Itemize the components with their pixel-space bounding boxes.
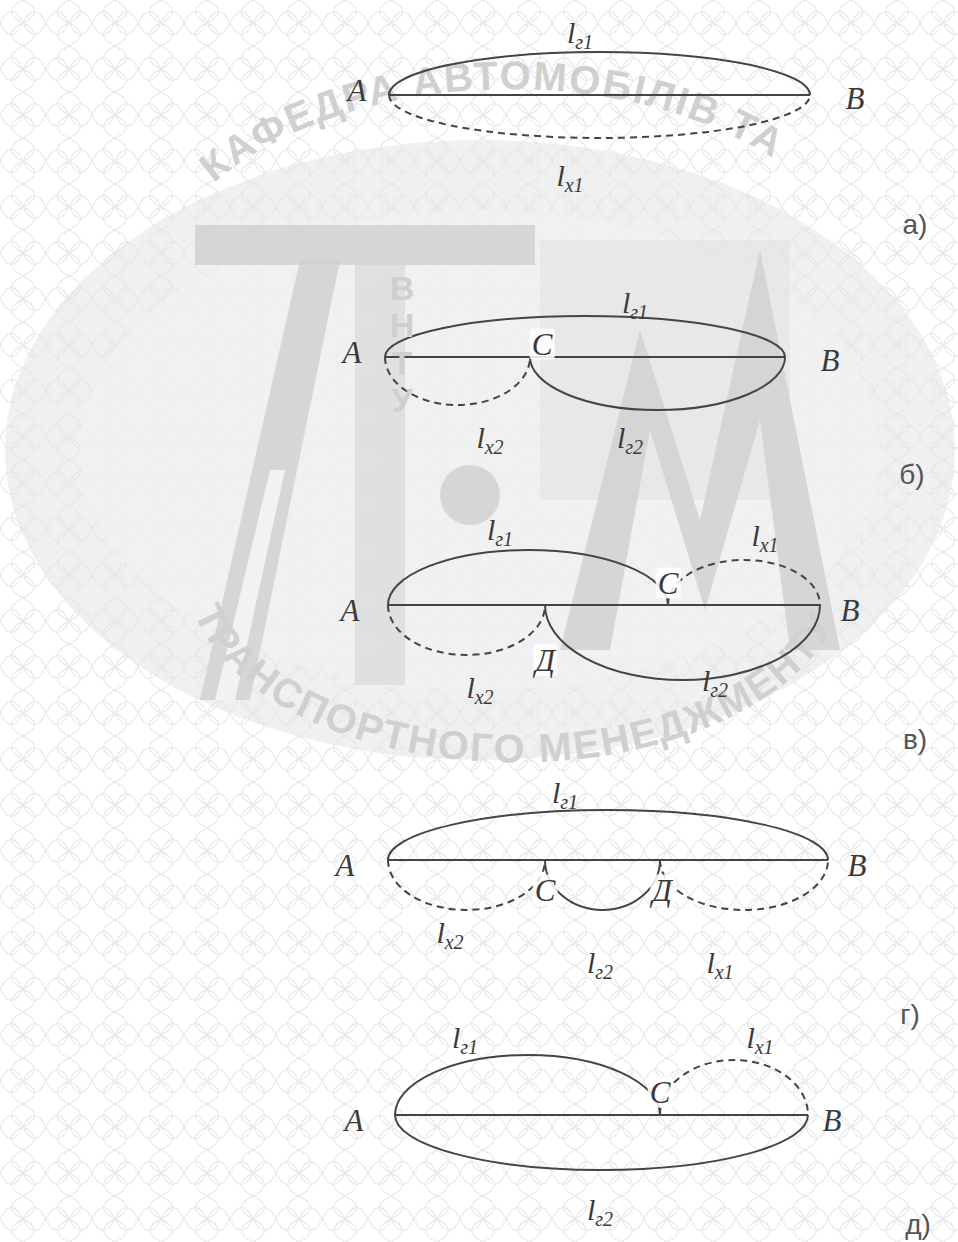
point-label: B [821, 1105, 844, 1136]
loaded-run-arc [395, 1055, 660, 1115]
loaded-run-arc [385, 316, 785, 357]
distance-label: lx2 [436, 918, 463, 952]
watermark-text: КАФЕДРА АВТОМОБІЛІВ ТА [191, 53, 793, 190]
distance-label: lг2 [587, 948, 613, 982]
point-label: C [656, 568, 681, 599]
route-base-line [385, 356, 785, 358]
point-label: A [334, 850, 357, 881]
loaded-run-arc [388, 810, 828, 860]
distance-label: lx1 [556, 161, 583, 195]
route-base-line [388, 604, 820, 606]
point-label: C [530, 329, 555, 360]
loaded-run-arc [545, 860, 660, 910]
subfigure-letter: а) [903, 211, 928, 239]
empty-run-arc [660, 1060, 808, 1115]
distance-label: lг1 [567, 18, 593, 52]
distance-label: lг1 [487, 515, 513, 549]
point-label: A [346, 75, 369, 106]
distance-label: lг2 [702, 666, 728, 700]
watermark-text: ТРАНСПОРТНОГО МЕНЕДЖМЕНТУ [186, 597, 842, 770]
distance-label: lг2 [587, 1195, 613, 1229]
empty-run-arc [660, 860, 828, 910]
loaded-run-arc [530, 357, 785, 410]
route-base-line [389, 94, 810, 96]
subfigure-letter: в) [903, 726, 927, 754]
point-label: C [533, 875, 558, 906]
point-label: B [844, 83, 867, 114]
distance-label: lx2 [466, 673, 493, 707]
empty-run-arc [668, 560, 820, 605]
point-label: Д [533, 645, 557, 676]
loaded-run-arc [388, 550, 668, 605]
loaded-run-arc [389, 52, 810, 95]
empty-run-arc [388, 860, 545, 910]
point-label: A [339, 595, 362, 626]
route-base-line [395, 1114, 808, 1116]
subfigure-letter: д) [905, 1211, 931, 1239]
point-label: C [648, 1077, 673, 1108]
point-label: A [343, 1105, 366, 1136]
empty-run-arc [389, 95, 810, 138]
distance-label: lx1 [751, 521, 778, 555]
route-base-line [388, 859, 828, 861]
loaded-run-arc [545, 605, 820, 680]
subfigure-letter: б) [899, 461, 924, 489]
distance-label: lг1 [552, 778, 578, 812]
point-label: B [839, 595, 862, 626]
subfigure-letter: г) [900, 1001, 920, 1029]
point-label: A [341, 337, 364, 368]
empty-run-arc [388, 605, 545, 655]
point-label: B [819, 345, 842, 376]
distance-label: lг2 [617, 423, 643, 457]
distance-label: lг1 [452, 1023, 478, 1057]
watermark-text: ВНТУ [385, 270, 419, 420]
distance-label: lx1 [706, 948, 733, 982]
point-label: B [846, 850, 869, 881]
distance-label: lг1 [622, 288, 648, 322]
point-label: Д [650, 875, 674, 906]
distance-label: lx2 [476, 423, 503, 457]
distance-label: lx1 [746, 1023, 773, 1057]
loaded-run-arc [395, 1115, 808, 1170]
